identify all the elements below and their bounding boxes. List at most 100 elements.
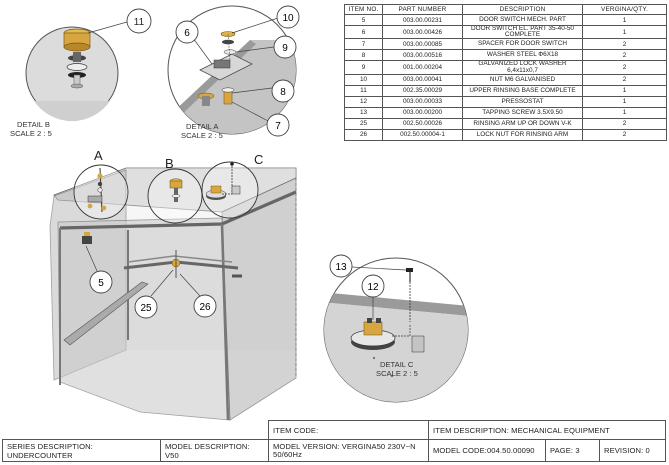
header-item-no: ITEM NO.	[344, 4, 383, 15]
detail-a-scale: SCALE 2 : 5	[181, 131, 223, 140]
qty: 1	[582, 14, 667, 26]
table-row: 10 003.00.00041 NUT M6 GALVANISED 2	[344, 73, 667, 86]
detail-a	[167, 5, 297, 135]
description: SPACER FOR DOOR SWITCH	[462, 38, 583, 51]
qty: 2	[582, 38, 667, 51]
item-no: 6	[344, 24, 383, 40]
part-number: 003.00.00085	[382, 38, 463, 51]
detail-c-scale: SCALE 2 : 5	[376, 369, 418, 378]
qty: 2	[582, 60, 667, 75]
balloon-11: 11	[126, 8, 152, 34]
balloon-10: 10	[276, 5, 300, 29]
series-description: SERIES DESCRIPTION: UNDERCOUNTER	[7, 441, 93, 460]
item-no: 5	[344, 14, 383, 26]
description: GALVANIZED LOCK WASHER 6,4x11x0,7	[462, 60, 583, 75]
part-number: 003.00.00231	[382, 14, 463, 26]
item-description-cell: ITEM DESCRIPTION: MECHANICAL EQUIPMENT	[428, 420, 666, 440]
table-row: 6 003.00.00426 DOOR SWITCH EL. PART 35-4…	[344, 24, 667, 40]
balloon-25: 25	[134, 295, 158, 319]
item-no: 12	[344, 95, 383, 108]
table-row: 7 003.00.00085 SPACER FOR DOOR SWITCH 2	[344, 38, 667, 51]
table-row: 26 002.50.00004-1 LOCK NUT FOR RINSING A…	[344, 128, 667, 141]
parts-list-header-row: ITEM NO. PART NUMBER DESCRIPTION VERGINA…	[344, 4, 667, 15]
header-qty: VERGINA/QTY.	[582, 4, 667, 15]
parts-list-table: ITEM NO. PART NUMBER DESCRIPTION VERGINA…	[344, 4, 667, 141]
balloon-13-label: 13	[335, 262, 347, 273]
item-description: ITEM DESCRIPTION: MECHANICAL EQUIPMENT	[433, 425, 610, 435]
item-no: 10	[344, 73, 383, 86]
part-number: 002.50.00026	[382, 117, 463, 130]
detail-b-title: DETAIL B	[17, 120, 50, 129]
pressostat-part	[350, 282, 425, 377]
detail-a-title: DETAIL A	[186, 122, 219, 131]
balloon-13: 13	[329, 254, 353, 278]
part-number: 003.00.00200	[382, 106, 463, 119]
description: DOOR SWITCH EL. PART 35-40-50 COMPLETE	[462, 24, 583, 40]
view-circle-c	[201, 161, 259, 219]
item-code: ITEM CODE:	[273, 425, 319, 435]
header-description: DESCRIPTION	[462, 4, 583, 15]
balloon-12: 12	[361, 274, 385, 298]
main-assembly	[49, 167, 297, 421]
part-number: 002.50.00004-1	[382, 128, 463, 141]
table-row: 13 003.00.00200 TAPPING SCREW 3.5X9.50 1	[344, 106, 667, 119]
item-no: 9	[344, 60, 383, 75]
table-row: 5 003.00.00231 DOOR SWITCH MECH. PART 1	[344, 14, 667, 26]
balloon-7: 7	[266, 113, 290, 137]
view-circle-a	[73, 164, 129, 220]
view-letter-c: C	[254, 152, 263, 167]
part-number: 003.00.00041	[382, 73, 463, 86]
part-number: 003.00.00516	[382, 49, 463, 62]
model-version-cell: MODEL VERSION: VERGINA50 230V~N 50/60Hz	[268, 439, 429, 462]
item-no: 7	[344, 38, 383, 51]
part-number: 003.00.00426	[382, 24, 463, 40]
model-description: MODEL DESCRIPTION: V50	[165, 441, 250, 460]
description: PRESSOSTAT	[462, 95, 583, 108]
series-description-cell: SERIES DESCRIPTION: UNDERCOUNTER	[2, 439, 161, 462]
balloon-6-label: 6	[184, 28, 190, 39]
table-row: 11 002.35.00029 UPPER RINSING BASE COMPL…	[344, 84, 667, 97]
balloon-25-label: 25	[140, 303, 152, 314]
model-code-cell: MODEL CODE:004.50.00090	[428, 439, 546, 462]
balloon-26: 26	[193, 294, 217, 318]
qty: 1	[582, 24, 667, 40]
description: RINSING ARM UP OR DOWN V-K	[462, 117, 583, 130]
description: DOOR SWITCH MECH. PART	[462, 14, 583, 26]
qty: 2	[582, 49, 667, 62]
view-letter-a: A	[94, 148, 103, 163]
item-no: 11	[344, 84, 383, 97]
item-no: 26	[344, 128, 383, 141]
balloon-8-label: 8	[280, 87, 286, 98]
balloon-6: 6	[175, 20, 199, 44]
model-code: MODEL CODE:004.50.00090	[433, 446, 535, 455]
balloon-26-label: 26	[199, 302, 211, 313]
page-cell: PAGE: 3	[545, 439, 600, 462]
balloon-9-label: 9	[282, 43, 288, 54]
detail-b	[25, 21, 128, 122]
detail-b-scale: SCALE 2 : 5	[10, 129, 52, 138]
title-block: ITEM CODE: ITEM DESCRIPTION: MECHANICAL …	[2, 420, 666, 462]
detail-c	[323, 257, 469, 403]
balloon-7-label: 7	[275, 121, 281, 132]
part-number: 001.00.00204	[382, 60, 463, 75]
balloon-5-label: 5	[98, 278, 104, 289]
balloon-11-label: 11	[134, 17, 145, 28]
view-letter-b: B	[165, 156, 174, 171]
description: LOCK NUT FOR RINSING ARM	[462, 128, 583, 141]
table-row: 8 003.00.00516 WASHER STEEL Ф6X18 2	[344, 49, 667, 62]
qty: 2	[582, 73, 667, 86]
revision-cell: REVISION: 0	[599, 439, 666, 462]
part-number: 003.00.00033	[382, 95, 463, 108]
description: TAPPING SCREW 3.5X9.50	[462, 106, 583, 119]
qty: 1	[582, 84, 667, 97]
balloon-9: 9	[273, 35, 297, 59]
header-part-number: PART NUMBER	[382, 4, 463, 15]
view-circle-b	[147, 168, 203, 224]
description: WASHER STEEL Ф6X18	[462, 49, 583, 62]
part-number: 002.35.00029	[382, 84, 463, 97]
item-no: 25	[344, 117, 383, 130]
detail-c-title: DETAIL C	[380, 360, 414, 369]
model-version: MODEL VERSION: VERGINA50 230V~N 50/60Hz	[273, 441, 416, 459]
item-no: 8	[344, 49, 383, 62]
